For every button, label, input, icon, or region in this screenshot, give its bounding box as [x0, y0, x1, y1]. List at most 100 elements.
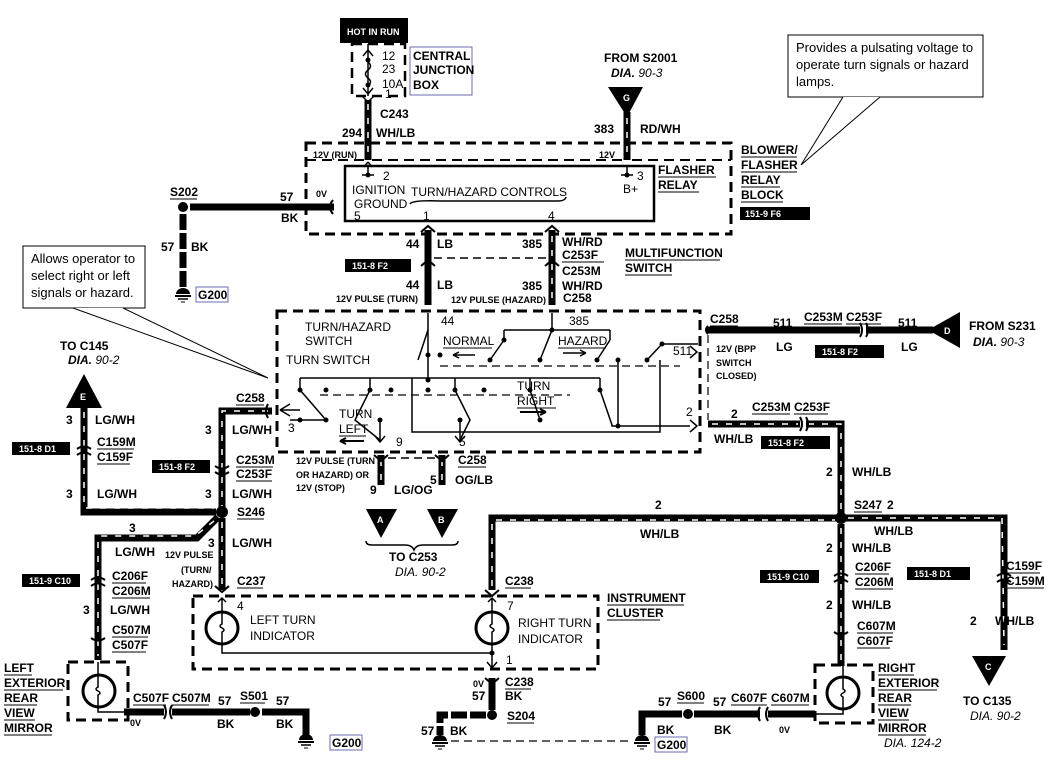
cjb-label-1: CENTRAL	[413, 49, 470, 63]
c507f-left: C507F	[112, 638, 148, 652]
c44-lower: 44	[406, 278, 420, 292]
pin-4: 4	[548, 209, 555, 223]
lb-lower: LB	[437, 278, 453, 292]
left-mirror-zero-v: 0V	[130, 718, 141, 728]
cluster-bk2: BK	[450, 724, 468, 738]
ground-icon	[432, 735, 448, 750]
right-mirror-57a: 57	[713, 695, 727, 709]
dia-c253: DIA. 90-2	[395, 565, 446, 579]
s246-label: S246	[237, 505, 265, 519]
bpp-line-1: 12V (BPP	[716, 344, 756, 354]
circuit-294: 294	[342, 126, 362, 140]
og-lb-label: OG/LB	[455, 473, 493, 487]
controls-label: TURN/HAZARD CONTROLS	[411, 185, 567, 199]
fuse-line-1: 12	[382, 49, 396, 63]
right-indicator-2: INDICATOR	[518, 632, 583, 646]
left-color-3c: LG/WH	[232, 423, 272, 437]
c385-upper: 385	[522, 237, 542, 251]
cluster-label-2: CLUSTER	[607, 606, 664, 620]
c253m-out: C253M	[752, 400, 791, 414]
dia-c145: DIA. 90-2	[68, 353, 120, 367]
hot-in-run-block: HOT IN RUN	[340, 18, 408, 43]
from-s2001-label: FROM S2001	[604, 51, 678, 65]
c159m-left: C159M	[97, 435, 136, 449]
right-mirror-label-3: REAR	[878, 691, 912, 705]
bpp-line-2: SWITCH	[716, 358, 752, 368]
connector-a-label: A	[377, 515, 384, 525]
right-mirror: RIGHT EXTERIOR REAR VIEW MIRROR DIA. 124…	[634, 661, 942, 753]
c253f-out: C253F	[794, 400, 830, 414]
c607m-mirror: C607M	[771, 691, 810, 705]
lg-left: LG	[776, 340, 793, 354]
left-circuit-3d: 3	[205, 487, 212, 501]
c9-label: 9	[370, 483, 377, 497]
left-ref-f2: 151-8 F2	[159, 462, 195, 472]
left-circuit-3f: 3	[129, 521, 136, 535]
svg-text:signals or hazard.: signals or hazard.	[31, 285, 134, 300]
pulse-line-1: 12V PULSE	[165, 550, 214, 560]
c258-bottom-label: C258	[458, 453, 487, 467]
c44-upper: 44	[406, 237, 420, 251]
c5-label: 5	[430, 473, 437, 487]
fuse-rating: 10A	[382, 77, 403, 91]
to-c145-label: TO C145	[60, 339, 109, 353]
ref-f2: 151-8 F2	[352, 261, 388, 271]
c159f-left: C159F	[97, 450, 133, 464]
s204-label: S204	[507, 709, 535, 723]
fuse-icon	[364, 61, 372, 87]
turn-right-label-1: TURN	[517, 379, 550, 393]
color-2-r1: WH/LB	[852, 541, 892, 555]
right-mirror-label-4: VIEW	[878, 706, 909, 720]
left-mirror-label-1: LEFT	[4, 661, 35, 675]
right-mirror-bk-a: BK	[714, 723, 732, 737]
c511-right: 511	[898, 316, 918, 330]
c507f-mirror: C507F	[133, 691, 169, 705]
turn-left-label-2: LEFT	[339, 422, 369, 436]
connector-d-icon	[928, 312, 960, 348]
left-indicator-2: INDICATOR	[250, 629, 315, 643]
splice-s247	[835, 512, 847, 524]
to-c253-label: TO C253	[389, 550, 438, 564]
turn-left-label-1: TURN	[339, 407, 372, 421]
fuse-line-4: 1	[385, 87, 392, 101]
flasher-relay-label-2: RELAY	[658, 178, 698, 192]
dia-s2001: DIA. 90-3	[611, 66, 663, 80]
s202-down-color: BK	[191, 240, 209, 254]
connector-b-label: B	[438, 515, 445, 525]
c253m-left: C253M	[236, 453, 275, 467]
feed-511: C258 511 LG C253M C253F 151-8 F2 511 LG …	[705, 310, 1036, 420]
connector-c-icon	[972, 656, 1006, 686]
c206m-right: C206M	[855, 575, 894, 589]
left-color-3f: LG/WH	[115, 545, 155, 559]
callout-flasher-note: Provides a pulsating voltage to operate …	[787, 34, 984, 166]
color-2-r3: WH/LB	[995, 614, 1035, 628]
cluster-pin-1: 1	[506, 653, 513, 667]
s202-circuit: 57	[280, 190, 294, 204]
pin-1: 1	[423, 209, 430, 223]
c258-top-label: C258	[563, 291, 592, 305]
pulse-line-2: (TURN/	[181, 565, 212, 575]
splice-s246	[216, 506, 228, 518]
v12-label: 12V	[599, 150, 615, 160]
s202-label: S202	[170, 185, 198, 199]
color-2-r2: WH/LB	[852, 598, 892, 612]
svg-text:operate turn signals or hazard: operate turn signals or hazard	[796, 57, 969, 72]
pin-5-label: 5	[459, 435, 466, 449]
circuit-2-r3: 2	[970, 614, 977, 628]
hazard-label: HAZARD	[558, 334, 608, 348]
ignition-label: IGNITION	[352, 183, 405, 197]
left-circuit-3a: 3	[66, 413, 73, 427]
out-ref: 151-8 F2	[768, 438, 804, 448]
wh-rd-upper: WH/RD	[562, 235, 603, 249]
block-label-3: RELAY	[741, 173, 781, 187]
mfs-label-1: MULTIFUNCTION	[625, 246, 723, 260]
connector-e-label: E	[80, 392, 86, 402]
svg-text:Provides a pulsating voltage t: Provides a pulsating voltage to	[796, 40, 973, 55]
ground-icon	[175, 288, 191, 303]
left-mirror-label-4: VIEW	[4, 706, 35, 720]
zero-v-label: 0V	[316, 189, 327, 199]
circuit-2-out: 2	[731, 407, 738, 421]
pulse-turn-label: 12V PULSE (TURN)	[336, 294, 418, 304]
pin-3-label: 3	[288, 421, 295, 435]
svg-text:lamps.: lamps.	[796, 74, 834, 89]
